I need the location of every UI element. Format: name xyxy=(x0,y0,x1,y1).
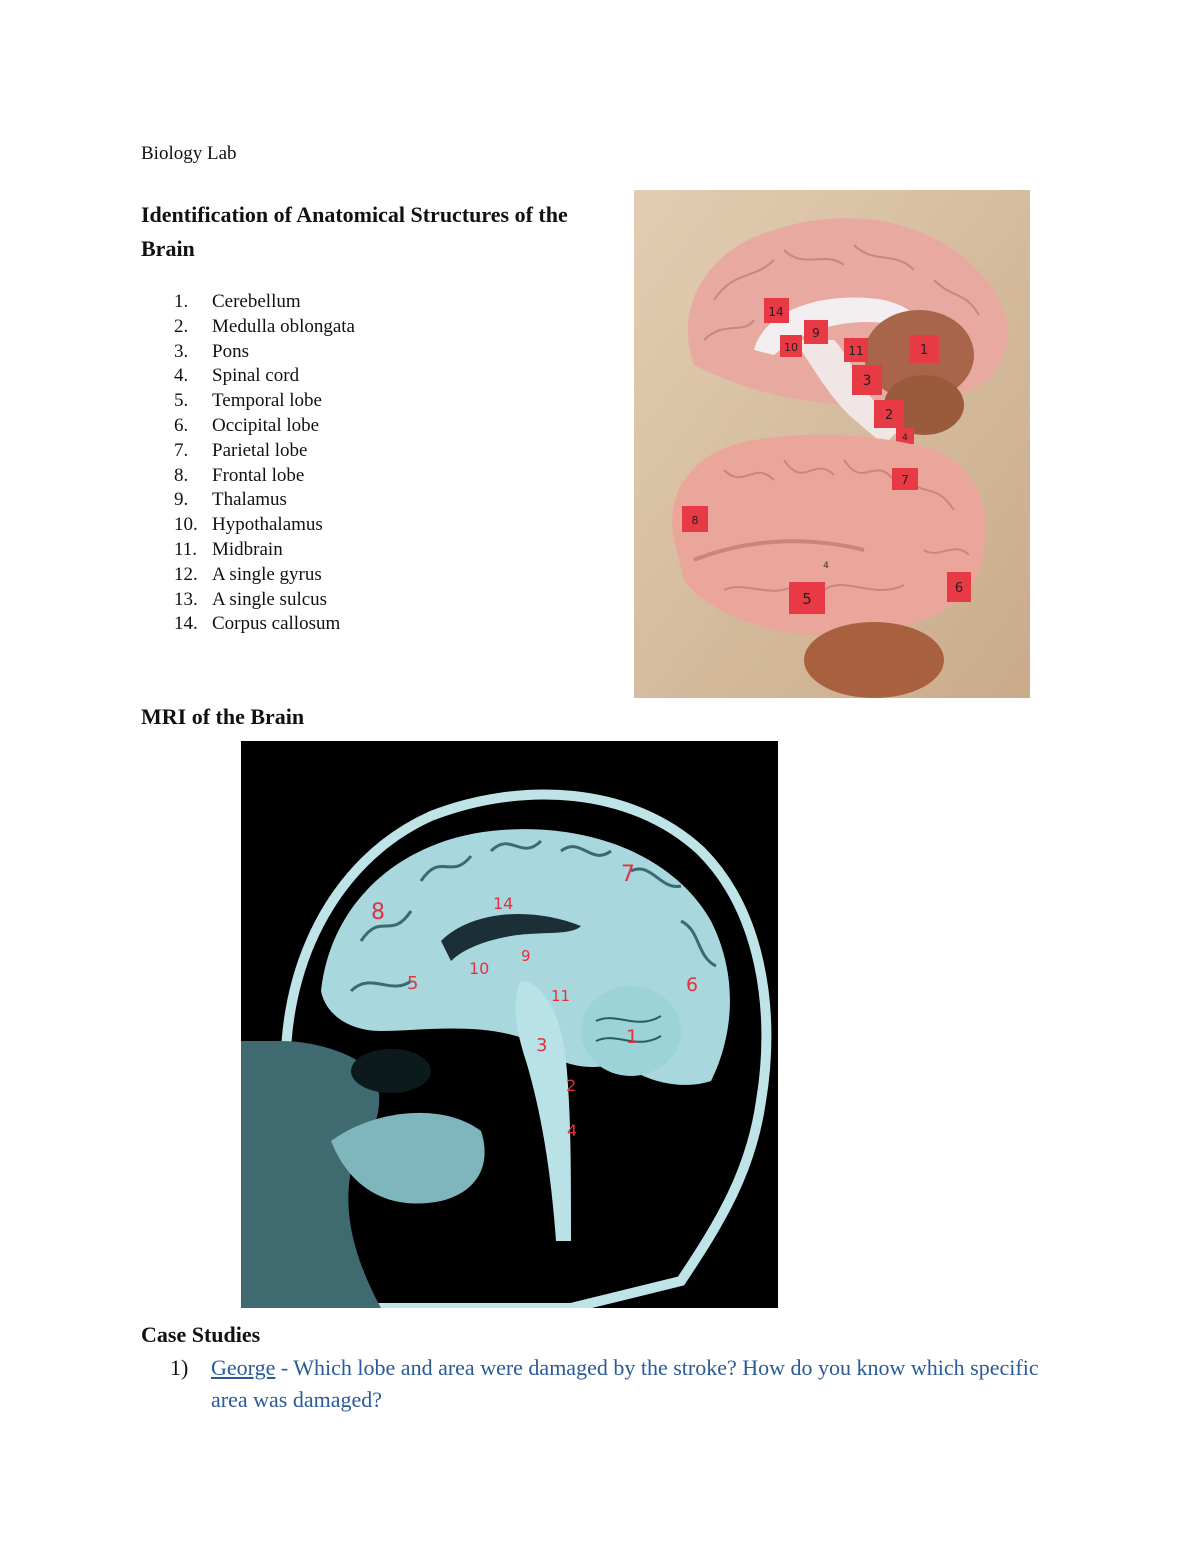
section-title-identification: Identification of Anatomical Structures … xyxy=(141,202,568,261)
photo-label: 11 xyxy=(848,344,863,358)
photo-label: 9 xyxy=(812,326,820,340)
case-link-george[interactable]: George xyxy=(211,1355,276,1380)
lateral-labels: 7 8 4 5 6 xyxy=(682,468,971,614)
course-header: Biology Lab xyxy=(141,143,237,164)
photo-label: 5 xyxy=(802,590,812,608)
mri-label: 4 xyxy=(567,1121,577,1140)
photo-label: 7 xyxy=(901,473,909,487)
photo-label: 10 xyxy=(784,341,798,354)
photo-label: 1 xyxy=(920,343,928,358)
section-title-case-studies: Case Studies xyxy=(141,1322,261,1347)
mri-label: 1 xyxy=(626,1026,638,1048)
photo-label: 6 xyxy=(955,581,963,596)
photo-label: 4 xyxy=(902,433,908,443)
mri-labels: 8 14 7 5 10 9 11 6 3 1 2 4 xyxy=(371,862,698,1140)
section-title-mri: MRI of the Brain xyxy=(141,704,305,729)
mri-label: 5 xyxy=(407,973,418,994)
photo-label: 14 xyxy=(768,305,783,319)
mri-label: 11 xyxy=(551,987,570,1005)
mri-illustration: 8 14 7 5 10 9 11 6 3 1 2 4 xyxy=(241,741,778,1308)
mri-label: 6 xyxy=(686,974,698,996)
case-number: 1) xyxy=(170,1355,189,1380)
mri-label: 10 xyxy=(469,959,489,978)
mri-label: 9 xyxy=(521,947,531,965)
case-text: George - Which lobe and area were damage… xyxy=(211,1352,1051,1416)
photo-label: 4 xyxy=(823,561,829,571)
mri-label: 3 xyxy=(536,1035,547,1056)
sagittal-labels: 14 10 9 11 1 3 2 4 xyxy=(764,298,939,444)
mri-label: 14 xyxy=(493,894,513,913)
mri-label: 2 xyxy=(566,1076,576,1095)
photo-label: 3 xyxy=(863,373,872,389)
brain-model-illustration: 14 10 9 11 1 3 2 4 xyxy=(634,190,1030,698)
mri-image: 8 14 7 5 10 9 11 6 3 1 2 4 xyxy=(241,741,778,1308)
mri-label: 8 xyxy=(371,900,385,925)
photo-label: 2 xyxy=(885,408,893,423)
case-question: - Which lobe and area were damaged by th… xyxy=(211,1355,1039,1412)
photo-label: 8 xyxy=(692,514,699,527)
brain-model-photo: 14 10 9 11 1 3 2 4 xyxy=(634,190,1030,698)
mri-label: 7 xyxy=(621,862,635,887)
